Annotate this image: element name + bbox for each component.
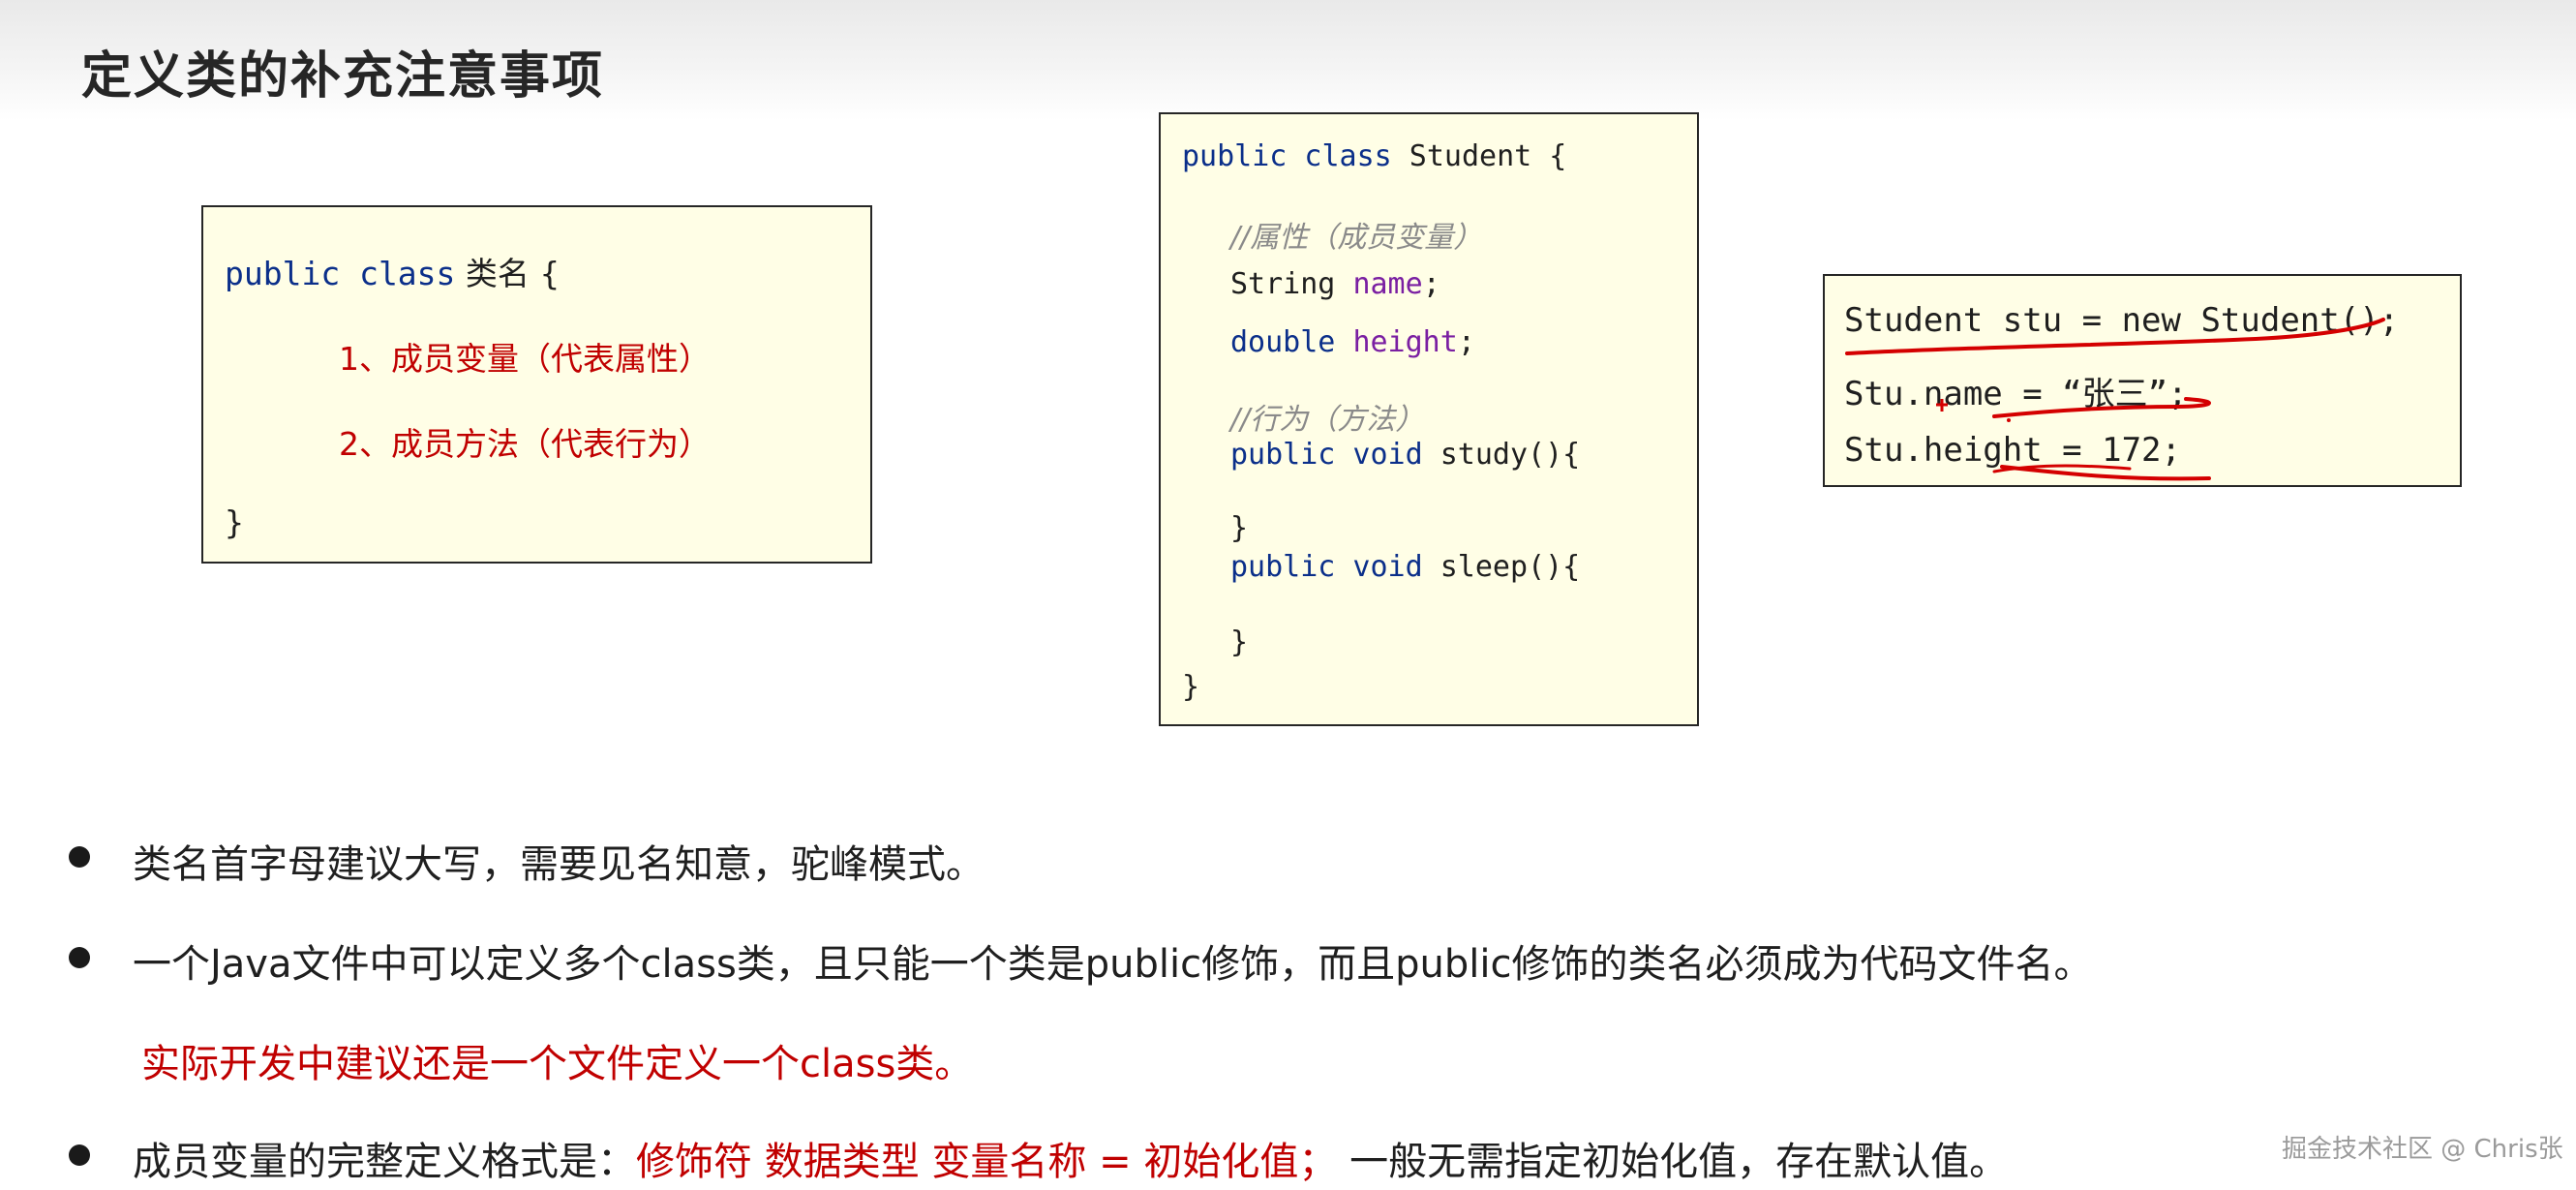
student-class-declaration: public class Student { <box>1182 139 1566 173</box>
watermark: 掘金技术社区 @ Chris张 <box>2282 1135 2563 1164</box>
member-variable-item: 1、成员变量（代表属性） <box>339 340 711 378</box>
bullet-dot <box>69 1144 90 1166</box>
student-class-box: public class Student { //属性（成员变量） String… <box>1159 112 1699 726</box>
student-class-name: Student { <box>1391 139 1567 173</box>
field-name: name <box>1352 267 1423 301</box>
bullet-member-variable-format: 成员变量的完整定义格式是：修饰符 数据类型 变量名称 = 初始化值； 一般无需指… <box>133 1130 2008 1186</box>
keyword-public-void: public void <box>1230 438 1423 472</box>
bullet-dot <box>69 947 90 968</box>
assign-name-line: Stu.name = “张三”; <box>1844 375 2188 413</box>
object-usage-box: Student stu = new Student(); Stu.name = … <box>1823 274 2462 487</box>
class-template-box: public class 类名 { 1、成员变量（代表属性） 2、成员方法（代表… <box>201 205 872 564</box>
class-name-placeholder: 类名 { <box>455 255 561 292</box>
semicolon: ; <box>1457 325 1475 359</box>
format-tail: 一般无需指定初始化值，存在默认值。 <box>1337 1140 2009 1184</box>
field-height-line: double height; <box>1230 325 1475 359</box>
object-creation-line: Student stu = new Student(); <box>1844 301 2400 340</box>
method-study-line: public void study(){ <box>1230 438 1580 472</box>
keyword-public-class: public class <box>225 255 456 292</box>
class-declaration-line: public class 类名 { <box>225 248 560 294</box>
closing-brace: } <box>225 503 244 541</box>
field-height: height <box>1352 325 1458 359</box>
comment-attributes: //属性（成员变量） <box>1230 221 1483 255</box>
comment-methods: //行为（方法） <box>1230 403 1425 437</box>
method-sleep-line: public void sleep(){ <box>1230 550 1580 584</box>
keyword-public-void: public void <box>1230 550 1423 584</box>
assign-height-line: Stu.height = 172; <box>1844 431 2181 470</box>
format-syntax: 修饰符 数据类型 变量名称 = 初始化值； <box>636 1140 1338 1184</box>
keyword-public-class: public class <box>1182 139 1392 173</box>
title-bar <box>0 0 2576 121</box>
practice-note: 实际开发中建议还是一个文件定义一个class类。 <box>141 1042 974 1086</box>
bullet-dot <box>69 846 90 868</box>
type-double: double <box>1230 325 1353 359</box>
field-name-line: String name; <box>1230 267 1440 301</box>
method-study-close: } <box>1230 511 1249 545</box>
bullet-class-naming: 类名首字母建议大写，需要见名知意，驼峰模式。 <box>133 842 985 887</box>
type-string: String <box>1230 267 1353 301</box>
page-title: 定义类的补充注意事项 <box>81 47 605 106</box>
method-study: study(){ <box>1422 438 1581 472</box>
bullet-multiple-classes: 一个Java文件中可以定义多个class类，且只能一个类是public修饰，而且… <box>133 942 2093 987</box>
method-sleep: sleep(){ <box>1422 550 1581 584</box>
semicolon: ; <box>1422 267 1440 301</box>
class-close-brace: } <box>1182 670 1200 704</box>
member-method-item: 2、成员方法（代表行为） <box>339 425 711 463</box>
format-intro: 成员变量的完整定义格式是： <box>133 1140 636 1184</box>
method-sleep-close: } <box>1230 626 1249 659</box>
